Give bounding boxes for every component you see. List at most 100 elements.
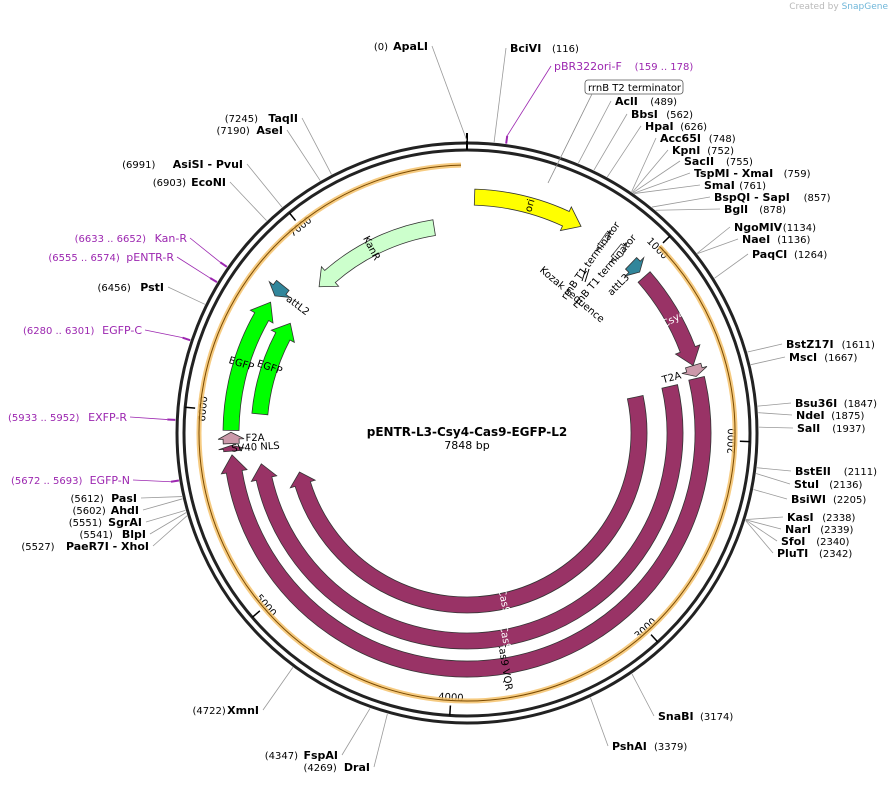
enzymes_right-name: TspMI - XmaI — [694, 167, 773, 180]
enzymes_left-name: PasI — [111, 492, 137, 505]
enzymes_right-leader — [631, 137, 657, 192]
enzymes_left-name: FspAI — [303, 749, 338, 762]
feature-label: Cas9 — [497, 624, 512, 650]
primer-range: (6633 .. 6652) — [75, 234, 147, 245]
enzymes_right-pos: (1937) — [832, 424, 865, 435]
enzymes_right-leader — [632, 149, 669, 193]
enzymes_left-leader — [152, 515, 188, 547]
enzymes_right-leader — [655, 208, 721, 211]
primer-range: (6555 .. 6574) — [48, 253, 120, 264]
feature-arrow — [473, 188, 582, 232]
primer-name: Kan-R — [155, 232, 188, 245]
feature-arrow — [318, 219, 436, 288]
feature-label: SV40 NLS — [231, 441, 280, 455]
enzymes_right-leader — [756, 473, 791, 485]
enzymes_left-name: PaeR7I - XhoI — [66, 540, 149, 553]
feature-arrow — [222, 301, 274, 431]
feature-label: Cas9 — [495, 588, 511, 614]
enzymes_left-pos: (4347) — [265, 751, 298, 762]
enzymes_right-leader — [632, 160, 681, 194]
enzymes_right-leader — [697, 238, 739, 255]
enzymes_left-leader — [301, 117, 332, 175]
enzymes_right-leader — [745, 519, 782, 530]
enzymes_right-leader — [750, 356, 786, 366]
enzymes_right-pos: (755) — [726, 157, 753, 168]
feature-label: ori — [523, 198, 537, 213]
enzymes_right-pos: (2111) — [844, 467, 877, 478]
primer-leader — [129, 416, 168, 420]
feature-highlight-band — [579, 244, 738, 679]
enzymes_right-name: KpnI — [672, 144, 700, 157]
enzymes_right-name: NarI — [785, 523, 811, 536]
enzymes_right-name: PluTI — [777, 547, 808, 560]
primer-leader — [144, 329, 183, 339]
enzymes_right-name: SacII — [684, 155, 714, 168]
enzymes_right-pos: (3379) — [654, 742, 687, 753]
enzymes_right-pos: (0) — [374, 42, 388, 53]
enzymes_right-name: Bsu36I — [795, 397, 837, 410]
t2-terminator-label: rrnB T2 terminator — [588, 83, 682, 94]
enzymes_left-leader — [149, 512, 187, 535]
enzymes_right-name: StuI — [794, 478, 819, 491]
enzymes_left-leader — [286, 129, 321, 181]
enzymes_right-pos: (748) — [709, 134, 736, 145]
enzymes_left-leader — [229, 181, 267, 221]
enzymes_left-name: BlpI — [122, 528, 146, 541]
enzymes_left-name: AseI — [256, 124, 283, 137]
enzymes_right-leader — [578, 100, 612, 164]
enzymes_right-pos: (2136) — [829, 480, 862, 491]
feature-arrow — [289, 395, 648, 614]
enzymes_left-pos: (4722) — [193, 706, 226, 717]
primer-range: (6280 .. 6301) — [23, 326, 95, 337]
enzymes_left-name: DraI — [344, 761, 370, 774]
enzymes_left-name: XmnI — [227, 704, 259, 717]
primer-leader — [189, 237, 221, 263]
enzymes_left-leader — [246, 163, 283, 208]
primer-marker — [209, 277, 218, 284]
feature-arrow — [218, 445, 245, 453]
enzymes_right-leader — [431, 45, 468, 142]
enzymes_right-leader — [696, 226, 731, 254]
enzymes_left-name: AsiSI - PvuI — [173, 158, 243, 171]
enzymes_left-pos: (6991) — [122, 160, 155, 171]
enzymes_left-name: PstI — [140, 281, 164, 294]
primer-name: EGFP-C — [102, 324, 142, 337]
enzymes_left-pos: (5527) — [21, 542, 54, 553]
enzymes_right-leader — [651, 196, 711, 208]
feature-arrow — [637, 271, 701, 367]
enzymes_left-pos: (7190) — [217, 126, 250, 137]
feature-highlight-line — [198, 408, 581, 702]
enzymes_left-leader — [140, 496, 183, 499]
enzymes_right-leader — [634, 184, 701, 194]
enzymes_right-name: BbsI — [631, 108, 658, 121]
enzymes_right-leader — [593, 113, 628, 171]
feature-arrow — [595, 229, 612, 252]
scale-tick — [288, 212, 297, 222]
primer-range: (159 .. 178) — [635, 62, 694, 73]
enzymes_right-pos: (1134) — [783, 223, 816, 234]
feature-label: attL3 — [606, 272, 632, 298]
enzymes_right-pos: (1875) — [831, 411, 864, 422]
primer-marker — [182, 336, 191, 342]
enzymes_right-name: BstEII — [795, 465, 831, 478]
feature-highlight-band — [297, 162, 462, 227]
enzymes_right-pos: (1847) — [844, 399, 877, 410]
primer-name: EXFP-R — [88, 411, 127, 424]
primer-leader — [176, 256, 211, 279]
enzymes_right-name: ApaLI — [393, 40, 428, 53]
enzymes_right-pos: (759) — [784, 169, 811, 180]
feature-highlight-line — [199, 224, 300, 409]
enzymes_right-leader — [745, 516, 784, 520]
enzymes_right-name: SmaI — [704, 179, 735, 192]
enzymes_right-name: MscI — [789, 351, 817, 364]
enzymes_right-name: NgoMIV — [734, 221, 783, 234]
enzymes_left-pos: (4269) — [304, 763, 337, 774]
primer-range: (5672 .. 5693) — [11, 476, 83, 487]
enzymes_left-pos: (5541) — [80, 530, 113, 541]
kozak-marker — [581, 267, 587, 282]
enzymes_right-leader — [745, 519, 778, 542]
enzymes_right-leader — [756, 467, 792, 472]
enzymes_right-pos: (1667) — [824, 353, 857, 364]
enzymes_right-name: AclI — [615, 95, 638, 108]
primer-name: pBR322ori-F — [554, 60, 622, 73]
